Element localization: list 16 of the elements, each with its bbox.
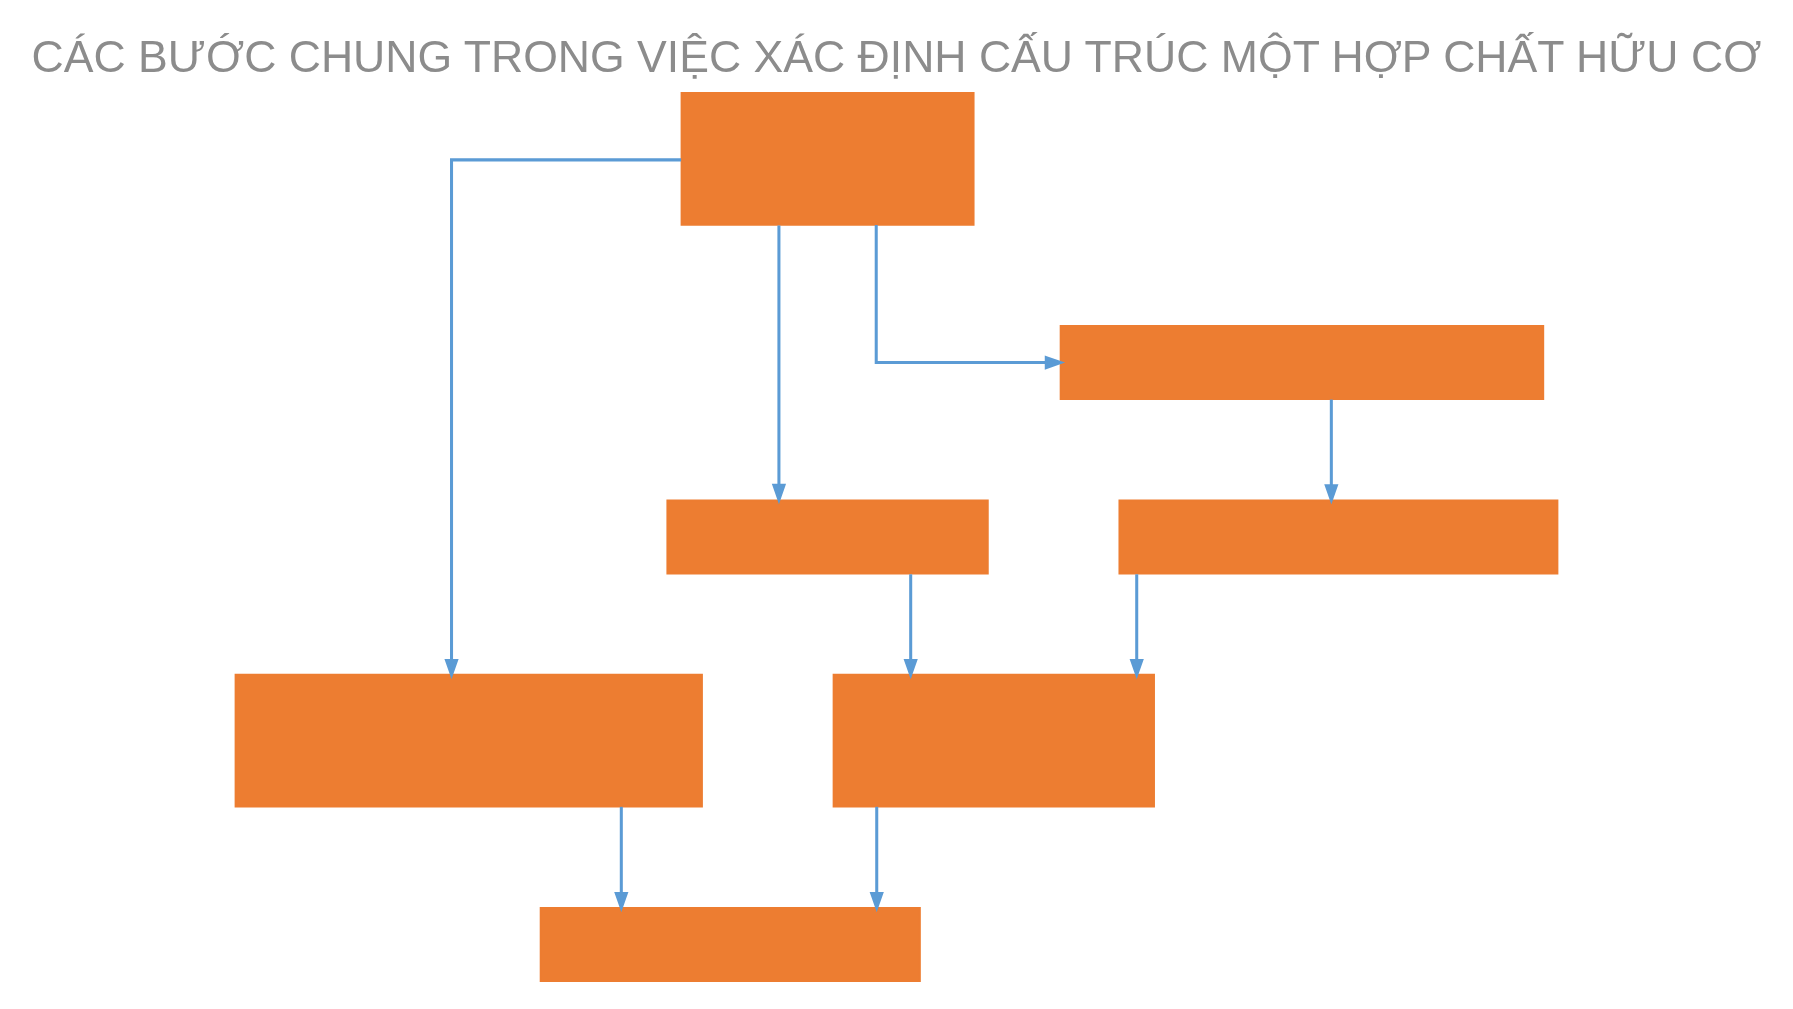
- arrow: [444, 158, 682, 680]
- node-box: [666, 499, 989, 575]
- arrow: [874, 225, 1066, 370]
- node-box: [1118, 499, 1559, 575]
- node-box: [1059, 325, 1545, 401]
- arrow: [1324, 399, 1339, 505]
- diagram-title: CÁC BƯỚC CHUNG TRONG VIỆC XÁC ĐỊNH CẤU TRÚC MỘT HỢP CHẤT HỮU CƠ: [31, 31, 1762, 81]
- node-box: [832, 673, 1155, 808]
- arrow: [869, 806, 884, 913]
- node-box: [539, 906, 921, 982]
- arrow: [771, 225, 787, 505]
- node-box: [234, 673, 703, 808]
- arrow: [1129, 574, 1144, 680]
- arrow: [903, 574, 918, 680]
- arrow: [614, 806, 629, 913]
- node-box: [680, 91, 975, 226]
